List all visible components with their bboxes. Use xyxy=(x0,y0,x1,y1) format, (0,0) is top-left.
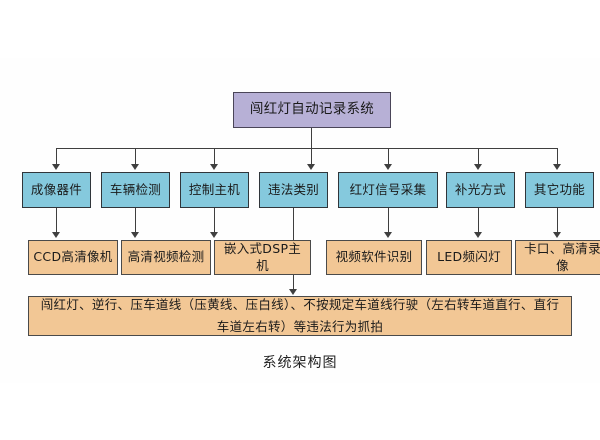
node-level3-2: 高清视频检测 xyxy=(121,240,211,275)
connector-drop-4 xyxy=(311,148,312,165)
connector-bus xyxy=(56,148,557,149)
connector-drop-5 xyxy=(388,148,389,165)
node-level3-1: CCD高清像机 xyxy=(28,240,118,275)
node-level2-4: 违法类别 xyxy=(259,172,328,208)
connector-drop-3 xyxy=(214,148,215,165)
node-level3-6: 卡口、高清录像 xyxy=(515,240,600,275)
node-level2-1: 成像器件 xyxy=(22,172,91,208)
node-level2-3: 控制主机 xyxy=(180,172,249,208)
arrow-l2-l3-6 xyxy=(553,232,561,238)
connector-l2-l3-1 xyxy=(56,208,57,233)
arrow-l2-l3-5 xyxy=(474,232,482,238)
node-level3-3: 嵌入式DSP主机 xyxy=(214,240,311,275)
arrow-down-1 xyxy=(52,164,60,170)
arrow-down-2 xyxy=(131,164,139,170)
arrow-down-5 xyxy=(384,164,392,170)
connector-drop-6 xyxy=(478,148,479,165)
node-level2-6: 补光方式 xyxy=(446,172,515,208)
node-detail-violations: 闯红灯、逆行、压车道线（压黄线、压白线）、不按规定车道线行驶（左右转车道直行、直… xyxy=(28,296,572,336)
node-level2-5: 红灯信号采集 xyxy=(338,172,438,208)
connector-root-stem xyxy=(311,128,312,148)
diagram-caption: 系统架构图 xyxy=(262,355,338,371)
node-level2-2: 车辆检测 xyxy=(101,172,170,208)
connector-drop-7 xyxy=(557,148,558,165)
arrow-down-3 xyxy=(210,164,218,170)
arrow-l2-l3-1 xyxy=(52,232,60,238)
connector-l2-l3-5 xyxy=(478,208,479,233)
connector-l2-l3-2 xyxy=(135,208,136,233)
connector-l2-l3-4 xyxy=(388,208,389,233)
node-level2-7: 其它功能 xyxy=(525,172,594,208)
connector-drop-1 xyxy=(56,148,57,165)
arrow-l2-l3-2 xyxy=(131,232,139,238)
arrow-down-4 xyxy=(307,164,315,170)
node-level3-5: LED频闪灯 xyxy=(426,240,512,275)
connector-drop-2 xyxy=(135,148,136,165)
arrow-violation-to-detail xyxy=(289,289,297,295)
connector-l2-l3-6 xyxy=(557,208,558,233)
node-root: 闯红灯自动记录系统 xyxy=(233,92,391,128)
connector-l2-l3-3 xyxy=(214,208,215,233)
arrow-l2-l3-4 xyxy=(384,232,392,238)
arrow-down-7 xyxy=(553,164,561,170)
arrow-l2-l3-3 xyxy=(210,232,218,238)
node-level3-4: 视频软件识别 xyxy=(326,240,422,275)
arrow-down-6 xyxy=(474,164,482,170)
